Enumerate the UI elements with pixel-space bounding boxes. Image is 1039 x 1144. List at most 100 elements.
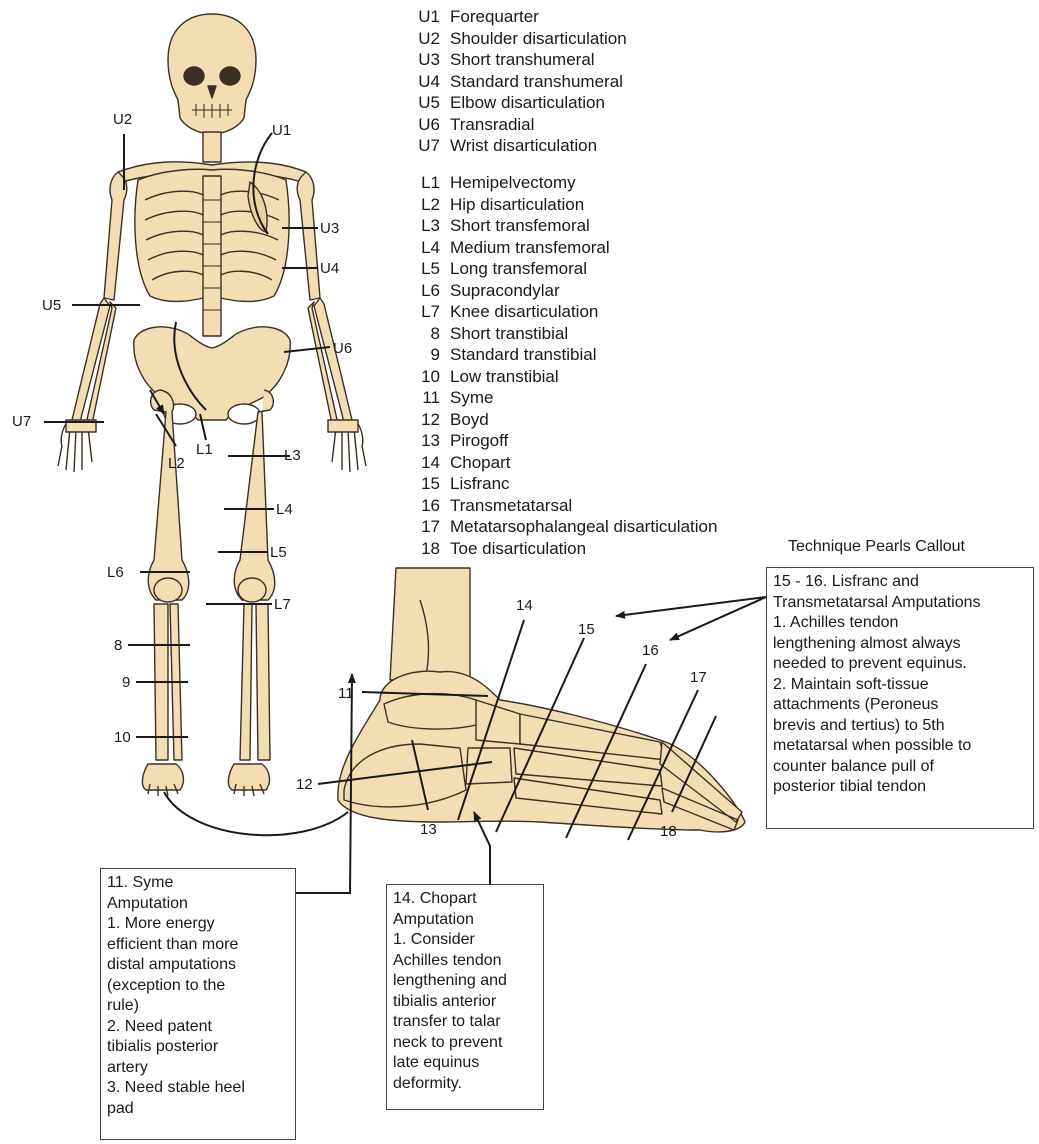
callout-text-line: tibialis anterior xyxy=(393,992,537,1013)
callout-text-line: needed to prevent equinus. xyxy=(773,654,1027,675)
label-u4: U4 xyxy=(320,261,339,276)
legend-lower-code: 10 xyxy=(404,366,450,388)
callout-text-line: counter balance pull of xyxy=(773,757,1027,778)
legend-upper-code: U7 xyxy=(404,135,450,157)
legend-lower-row: L1Hemipelvectomy xyxy=(404,172,717,194)
callout-text-line: neck to prevent xyxy=(393,1033,537,1054)
callout-text-line: late equinus xyxy=(393,1053,537,1074)
callout-text-line: 1. More energy xyxy=(107,914,289,935)
legend-upper-name: Transradial xyxy=(450,114,534,136)
legend-lower-name: Knee disarticulation xyxy=(450,301,598,323)
callout-text-line: Achilles tendon xyxy=(393,951,537,972)
legend-upper-code: U4 xyxy=(404,71,450,93)
callout-text-line: Amputation xyxy=(107,894,289,915)
legend-lower-name: Short transfemoral xyxy=(450,215,590,237)
callout-text-line: artery xyxy=(107,1058,289,1079)
callout-text-line: attachments (Peroneus xyxy=(773,695,1027,716)
legend-lower-code: 11 xyxy=(404,387,450,409)
legend-lower-name: Low transtibial xyxy=(450,366,559,388)
legend-lower-code: 18 xyxy=(404,538,450,560)
legend-lower-row: 17Metatarsophalangeal disarticulation xyxy=(404,516,717,538)
label-l3: L3 xyxy=(284,448,301,463)
left-arm xyxy=(58,172,127,472)
callout-text-line: tibialis posterior xyxy=(107,1037,289,1058)
legend-upper-code: U3 xyxy=(404,49,450,71)
label-u7: U7 xyxy=(12,414,31,429)
legend-lower-code: L3 xyxy=(404,215,450,237)
label-l2: L2 xyxy=(168,456,185,471)
legend-lower-name: Chopart xyxy=(450,452,510,474)
foot-connector-curve xyxy=(164,792,348,835)
legend-lower-row: L5Long transfemoral xyxy=(404,258,717,280)
label-l5: L5 xyxy=(270,545,287,560)
legend-lower-name: Toe disarticulation xyxy=(450,538,586,560)
legend-lower-code: 9 xyxy=(404,344,450,366)
legend-lower-name: Medium transfemoral xyxy=(450,237,610,259)
legend-lower-row: L7Knee disarticulation xyxy=(404,301,717,323)
legend-lower-row: L3Short transfemoral xyxy=(404,215,717,237)
skull xyxy=(168,14,256,134)
label-u6: U6 xyxy=(333,341,352,356)
label-l4: L4 xyxy=(276,502,293,517)
callout-text-line: 11. Syme xyxy=(107,873,289,894)
callout-text-line: lengthening almost always xyxy=(773,634,1027,655)
callout-text-line: 14. Chopart xyxy=(393,889,537,910)
callout-text-line: Amputation xyxy=(393,910,537,931)
callout-text-line: deformity. xyxy=(393,1074,537,1095)
legend-lower-code: 16 xyxy=(404,495,450,517)
legend-lower-name: Long transfemoral xyxy=(450,258,587,280)
label-u3: U3 xyxy=(320,221,339,236)
talus xyxy=(384,694,480,729)
label-15: 15 xyxy=(578,622,595,637)
cervical-spine xyxy=(203,132,221,162)
legend-upper-code: U6 xyxy=(404,114,450,136)
legend-lower-extremity: L1HemipelvectomyL2Hip disarticulationL3S… xyxy=(404,172,717,559)
callout-text-line: transfer to talar xyxy=(393,1012,537,1033)
legend-upper-code: U5 xyxy=(404,92,450,114)
right-arm xyxy=(297,172,366,472)
chopart-arrow xyxy=(474,812,490,884)
legend-upper-code: U2 xyxy=(404,28,450,50)
label-l1: L1 xyxy=(196,442,213,457)
callout-text-line: Transmetatarsal Amputations xyxy=(773,593,1027,614)
label-u5: U5 xyxy=(42,298,61,313)
callout-text-line: (exception to the xyxy=(107,976,289,997)
legend-lower-name: Lisfranc xyxy=(450,473,510,495)
legend-lower-row: 18Toe disarticulation xyxy=(404,538,717,560)
legend-lower-name: Short transtibial xyxy=(450,323,568,345)
callout-text-line: brevis and tertius) to 5th xyxy=(773,716,1027,737)
legend-lower-code: L4 xyxy=(404,237,450,259)
legend-lower-code: L1 xyxy=(404,172,450,194)
legend-lower-row: L6Supracondylar xyxy=(404,280,717,302)
legend-upper-row: U6Transradial xyxy=(404,114,627,136)
label-13: 13 xyxy=(420,822,437,837)
legend-lower-name: Standard transtibial xyxy=(450,344,596,366)
callout-text-line: rule) xyxy=(107,996,289,1017)
label-l7: L7 xyxy=(274,597,291,612)
legend-upper-row: U7Wrist disarticulation xyxy=(404,135,627,157)
legend-lower-name: Transmetatarsal xyxy=(450,495,572,517)
legend-lower-name: Hip disarticulation xyxy=(450,194,584,216)
legend-upper-name: Wrist disarticulation xyxy=(450,135,597,157)
label-14: 14 xyxy=(516,598,533,613)
callout-text-line: 1. Consider xyxy=(393,930,537,951)
callout-text-line: 2. Need patent xyxy=(107,1017,289,1038)
legend-lower-name: Metatarsophalangeal disarticulation xyxy=(450,516,717,538)
legend-lower-name: Supracondylar xyxy=(450,280,560,302)
legend-upper-name: Shoulder disarticulation xyxy=(450,28,627,50)
callout-text-line: lengthening and xyxy=(393,971,537,992)
callout-text-line: pad xyxy=(107,1099,289,1120)
callout-text-line: 15 - 16. Lisfranc and xyxy=(773,572,1027,593)
